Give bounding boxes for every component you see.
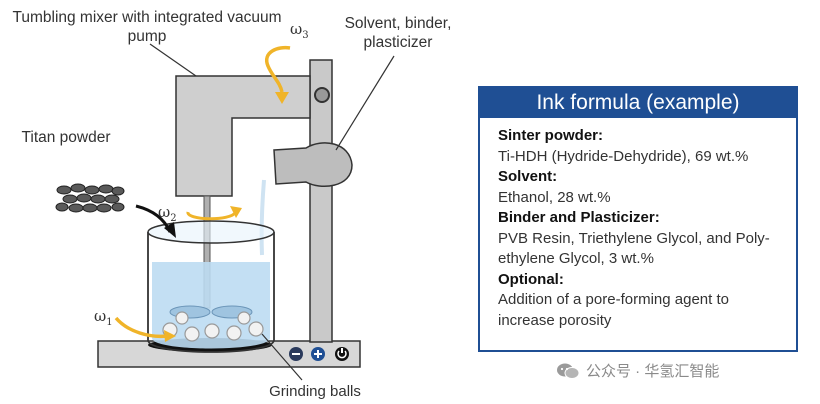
optional-text: Addition of a pore-forming agent to incr…: [498, 291, 729, 329]
mixer-head: [175, 75, 311, 197]
rotation-arrow-w3: [264, 45, 291, 93]
wechat-icon: [557, 363, 580, 379]
rotation-arrow-w1: [114, 316, 169, 339]
grinding-balls: [162, 311, 264, 342]
watermark-text: 公众号 · 华氢汇智能: [586, 363, 720, 380]
stand-pole: [309, 59, 333, 343]
beaker-liquid: [152, 262, 270, 349]
rotation-arrow-w2: [186, 210, 238, 221]
sinter-powder-heading: Sinter powder:: [498, 127, 604, 144]
grinding-balls-label: Grinding balls: [269, 383, 361, 400]
mixer-pointer: [149, 43, 197, 77]
omega2-label: ω2: [158, 203, 177, 224]
titan-powder-label: Titan powder: [21, 129, 111, 146]
ink-formula-body: Sinter powder: Ti-HDH (Hydride-Dehydride…: [480, 118, 796, 331]
titan-powder-pile: [55, 183, 125, 213]
vacuum-knob-icon: [314, 87, 330, 103]
solvent-label: Solvent, binder, plasticizer: [344, 15, 452, 51]
beaker-rim: [147, 220, 275, 244]
solvent-text: Ethanol, 28 wt.%: [498, 188, 611, 206]
omega3-label: ω3: [290, 20, 309, 41]
solvent-heading: Solvent:: [498, 168, 558, 185]
ink-formula-title: Ink formula (example): [480, 88, 796, 118]
sinter-powder-text: Ti-HDH (Hydride-Dehydride), 69 wt.%: [498, 147, 749, 165]
solvent-pointer: [335, 55, 395, 151]
grinding-pointer: [261, 333, 303, 381]
binder-text: PVB Resin, Triethylene Glycol, and Poly-…: [498, 229, 770, 268]
optional-heading: Optional:: [498, 270, 564, 288]
binder-heading: Binder and Plasticizer:: [498, 209, 660, 226]
beaker: [147, 232, 275, 353]
solvent-flask: [273, 142, 353, 188]
watermark: 公众号 · 华氢汇智能: [556, 360, 719, 381]
omega1-label: ω1: [94, 307, 113, 328]
ink-formula-box: Ink formula (example) Sinter powder: Ti-…: [478, 86, 798, 352]
mixer-label: Tumbling mixer with integrated vacuum pu…: [12, 9, 282, 45]
power-knob-icon: [335, 347, 349, 361]
